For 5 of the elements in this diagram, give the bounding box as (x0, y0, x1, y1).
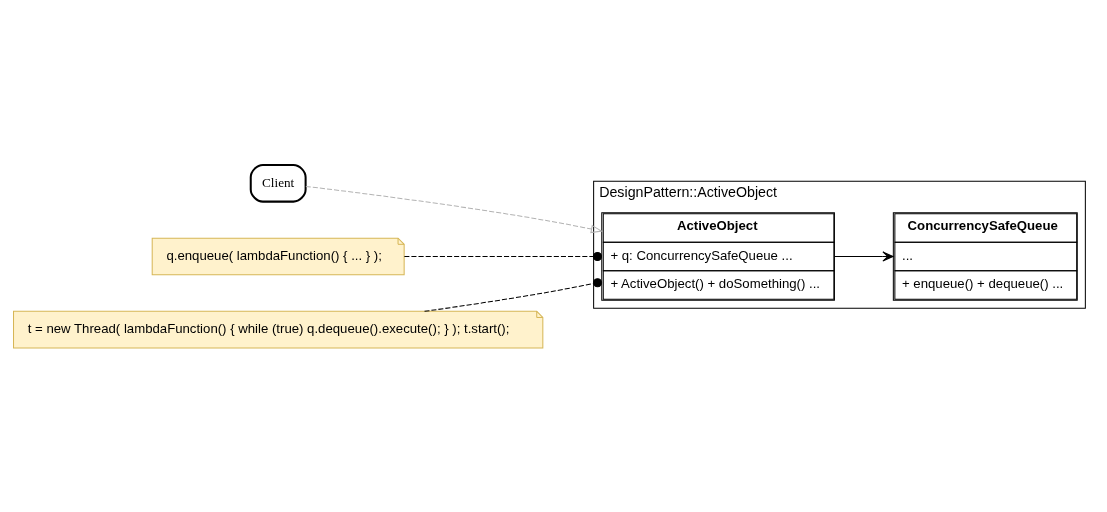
arrow (305, 185, 604, 233)
node-box: Client (249, 163, 307, 203)
connector (424, 277, 603, 312)
connector (403, 251, 603, 261)
arrow (834, 250, 894, 262)
